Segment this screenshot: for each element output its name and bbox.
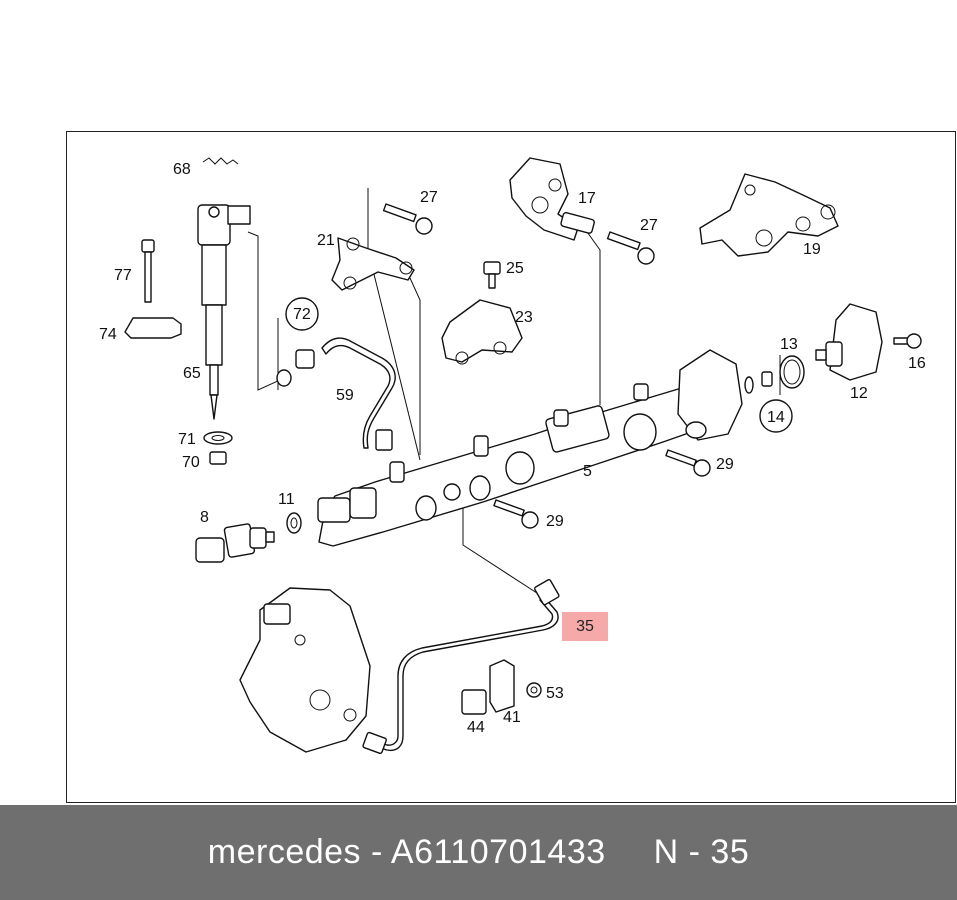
label-8: 8 bbox=[200, 509, 209, 526]
bolt-77 bbox=[141, 239, 155, 303]
pipe-59 bbox=[321, 337, 396, 449]
fitting bbox=[295, 349, 315, 369]
label-70: 70 bbox=[182, 454, 200, 471]
label-25: 25 bbox=[506, 260, 524, 277]
label-44: 44 bbox=[467, 719, 485, 736]
wire-clip-68 bbox=[202, 157, 239, 165]
label-41: 41 bbox=[503, 709, 521, 726]
spacer-44 bbox=[461, 689, 487, 715]
label-71: 71 bbox=[178, 431, 196, 448]
bolt-27a bbox=[382, 203, 433, 235]
pipe-35 bbox=[372, 597, 559, 752]
parts-diagram: 68 77 74 65 71 70 72 21 27 59 25 23 17 2… bbox=[99, 157, 926, 755]
washer-11 bbox=[286, 512, 302, 534]
bolt-29a bbox=[665, 449, 711, 477]
label-11: 11 bbox=[278, 491, 295, 508]
label-14: 14 bbox=[767, 409, 785, 426]
label-13: 13 bbox=[780, 336, 798, 353]
bolt-16 bbox=[893, 333, 922, 349]
o-ring-13-inner bbox=[783, 359, 801, 385]
ring-marker-72 bbox=[285, 297, 319, 331]
pipe-35-nut-bottom bbox=[362, 731, 387, 755]
washer-small bbox=[744, 376, 754, 394]
label-27a: 27 bbox=[420, 189, 438, 206]
label-74: 74 bbox=[99, 326, 117, 343]
seal-ring bbox=[276, 369, 292, 387]
label-17: 17 bbox=[578, 190, 596, 207]
bolt-29b bbox=[493, 499, 539, 529]
highlighted-part-label[interactable]: 35 bbox=[576, 618, 594, 635]
bracket-23 bbox=[441, 299, 523, 363]
label-27b: 27 bbox=[640, 217, 658, 234]
part-labels: 68 77 74 65 71 70 72 21 27 59 25 23 17 2… bbox=[99, 161, 926, 736]
spacer-small bbox=[761, 371, 773, 387]
label-77: 77 bbox=[114, 267, 132, 284]
label-72: 72 bbox=[293, 306, 311, 323]
pipe-35-nut-top bbox=[534, 579, 560, 606]
label-53: 53 bbox=[546, 685, 564, 702]
clamp-74 bbox=[124, 317, 182, 339]
footer-brand-part-number: mercedes - A6110701433 bbox=[207, 833, 606, 871]
label-29a: 29 bbox=[716, 456, 734, 473]
label-65: 65 bbox=[183, 365, 201, 382]
label-68: 68 bbox=[173, 161, 191, 178]
ring-marker-14 bbox=[759, 399, 793, 433]
injector-65 bbox=[197, 204, 251, 420]
bolt-27b bbox=[606, 231, 655, 265]
label-29b: 29 bbox=[546, 513, 564, 530]
label-21: 21 bbox=[317, 232, 335, 249]
label-12: 12 bbox=[850, 385, 868, 402]
label-5: 5 bbox=[583, 463, 592, 480]
nut-70 bbox=[209, 451, 227, 465]
washer-11-inner bbox=[290, 517, 298, 529]
washer-71-inner bbox=[211, 435, 225, 441]
bolt-25 bbox=[483, 261, 501, 289]
washer-71 bbox=[203, 431, 233, 445]
highlight-marker bbox=[562, 612, 608, 641]
pipe-nut-59 bbox=[375, 429, 393, 451]
nut-53 bbox=[526, 682, 542, 698]
label-19: 19 bbox=[803, 241, 821, 258]
pressure-valve-12 bbox=[815, 303, 883, 381]
clamp-41 bbox=[489, 659, 515, 713]
label-59: 59 bbox=[336, 387, 354, 404]
footer-bar: mercedes - A6110701433 N - 35 bbox=[0, 805, 957, 900]
label-16: 16 bbox=[908, 355, 926, 372]
bracket-19 bbox=[699, 173, 839, 257]
fuel-rail-5 bbox=[317, 349, 743, 547]
sensor-8 bbox=[195, 523, 275, 563]
label-23: 23 bbox=[515, 309, 533, 326]
high-pressure-pump bbox=[239, 587, 371, 753]
footer-page-ref: N - 35 bbox=[653, 833, 750, 871]
